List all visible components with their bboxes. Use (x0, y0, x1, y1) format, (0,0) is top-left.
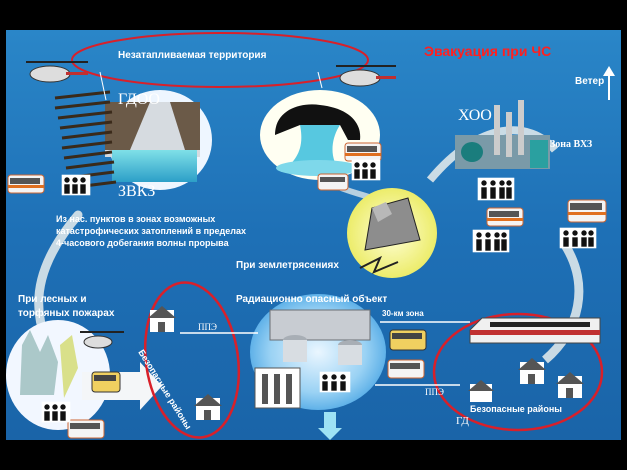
safe-areas-right-label: Безопасные районы (470, 404, 562, 414)
zone-30km-label: 30-км зона (382, 309, 424, 318)
helicopter-icon (336, 65, 396, 87)
helicopter-icon (26, 61, 88, 83)
bus-icon (387, 359, 425, 379)
house-icon (556, 372, 584, 398)
gdoo-label: ГДОО (118, 91, 160, 108)
bus-icon (91, 371, 121, 393)
gd-fragment-label: ГД (456, 415, 469, 427)
hoo-label: ХОО (458, 107, 492, 124)
bus-icon (486, 207, 524, 227)
bus-icon (67, 419, 105, 439)
unflooded-pointer-left (99, 71, 107, 101)
flood-note-line-1: Из нас. пунктов в зонах возможных (56, 214, 215, 224)
train-icon (469, 317, 601, 344)
flood-note-line-3: 4-часового добегания волны прорыва (56, 238, 230, 248)
bus-icon (344, 142, 382, 162)
safe-area-right-outline (432, 312, 604, 432)
people-group-icon (41, 159, 597, 423)
unflooded-territory-label: Незатапливаемая территория (118, 50, 267, 61)
bus-icon (317, 173, 349, 191)
forest-fires-line-1: При лесных и (18, 294, 87, 305)
evac-arrow-right (542, 242, 584, 364)
house-icon (194, 394, 222, 420)
forest-fires-line-2: торфяных пожарах (18, 307, 115, 319)
safe-area-left-outline (143, 281, 241, 439)
down-arrow (318, 412, 342, 440)
house-icon (518, 358, 546, 384)
unflooded-territory-outline (71, 32, 369, 88)
zone-vhz-label: Зона ВХЗ (550, 139, 592, 150)
helicopter-icon (80, 331, 124, 349)
dam-illustration (105, 90, 212, 190)
ppe-left-label: ППЭ (198, 322, 217, 332)
forest-fire-illustration (6, 320, 110, 430)
wind-label: Ветер (575, 76, 604, 87)
radiation-object-illustration (250, 294, 386, 410)
house-icon (468, 380, 494, 402)
chemical-plant-illustration (455, 100, 550, 169)
ppe-right-label: ППЭ (425, 387, 444, 397)
page-title: Эвакуация при ЧС (424, 43, 551, 59)
unflooded-pointer-right (317, 71, 323, 89)
house-icon (148, 306, 176, 332)
bus-icon (389, 329, 427, 351)
bus-icon (567, 199, 607, 223)
zvkz-label: ЗВКЗ (118, 183, 155, 200)
radiation-label: Радиационно опасный объект (236, 293, 387, 305)
earthquake-illustration (347, 188, 437, 278)
bus-icon (7, 174, 45, 194)
earthquake-label: При землетрясениях (236, 260, 339, 271)
flood-note-line-2: катастрофических затоплений в пределах (56, 226, 246, 236)
wind-arrow-icon (603, 66, 615, 100)
